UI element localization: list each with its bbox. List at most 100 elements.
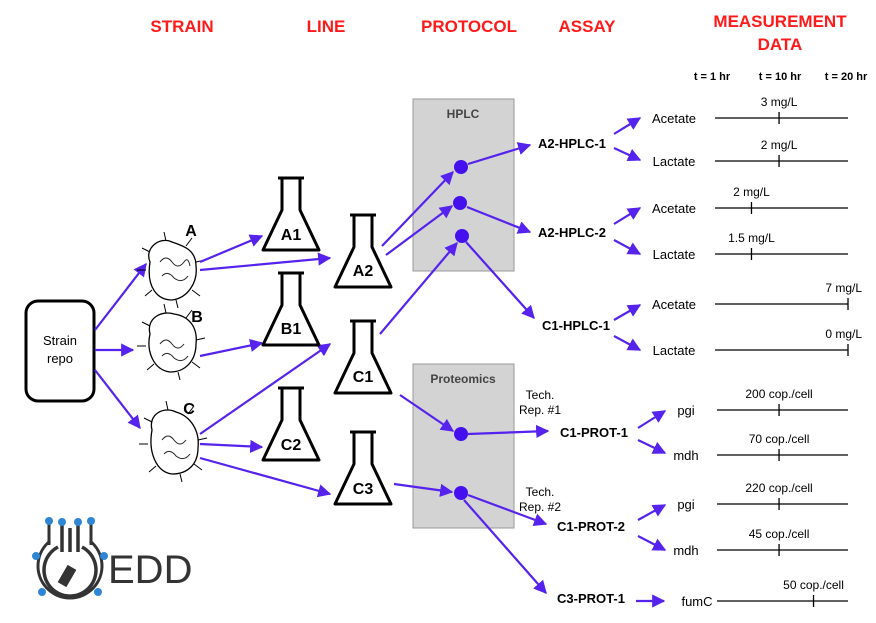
arrow-b-b1 [199,338,264,358]
arrow-to-c1-prot-1 [467,424,550,439]
header-assay: ASSAY [558,17,616,36]
tech-rep-1-line2: Rep. #1 [519,403,561,417]
arrow-c-c3 [199,456,332,498]
measurement-value: 0 mg/L [825,327,862,341]
flask-c2: C2 [261,386,321,462]
strain-repo-label-2: repo [47,351,73,366]
arrow-m4 [613,239,642,255]
strain-cell-c [139,400,208,483]
arrow-to-c1-prot-2 [467,493,548,527]
measurement-name: pgi [677,403,694,418]
protocol-label-hplc: HPLC [447,107,480,121]
measurement-value: 45 cop./cell [749,527,810,541]
measurement-name: Lactate [653,343,696,358]
header-line: LINE [307,17,346,36]
svg-text:C2: C2 [281,437,302,454]
flask-c3: C3 [333,430,393,506]
tech-rep-2-line2: Rep. #2 [519,500,561,514]
strain-repo-box [24,299,96,403]
protocol-box-proteomics [412,363,515,529]
measurement-name: Lactate [653,247,696,262]
arrow-to-c3-prot-1 [463,499,547,594]
arrow-c3-prot2 [393,482,454,497]
arrow-m9 [637,504,667,521]
measurement-name: pgi [677,497,694,512]
protocol-label-proteomics: Proteomics [430,372,496,386]
edd-logo: EDD [32,517,192,600]
measurement-value: 220 cop./cell [745,481,812,495]
edd-circuit-flask-icon [32,517,108,600]
arrow-m10 [637,535,667,551]
arrow-to-a2-hplc-1 [467,142,532,166]
measurement-value: 50 cop./cell [783,578,844,592]
measurement-name: mdh [673,448,698,463]
assay-a2-hplc-1: A2-HPLC-1 [538,136,606,151]
header-measurement: MEASUREMENT [713,12,847,31]
measurement-name: Acetate [652,111,696,126]
flask-b1: B1 [261,271,321,347]
arrow-c-c2 [199,439,264,454]
tech-rep-2-line1: Tech. [526,485,555,499]
arrow-m7 [637,410,667,429]
measurement-value: 3 mg/L [761,95,798,109]
measurement-name: Acetate [652,201,696,216]
arrow-m5 [613,304,642,321]
assay-c1-prot-1: C1-PROT-1 [560,425,628,440]
arrow-c1-hplc3 [379,241,458,335]
protocol-dot-hplc-3 [455,229,469,243]
flask-a2: A2 [333,213,393,289]
arrow-repo-a [94,262,147,331]
svg-text:C3: C3 [353,481,374,498]
strain-cell-b [137,303,206,381]
arrow-m1 [613,117,642,135]
arrow-to-a2-hplc-2 [466,205,532,234]
time-label-10: t = 10 hr [759,71,802,83]
arrow-c1-prot1 [399,394,455,432]
arrow-to-c1-hplc-1 [465,241,535,319]
measurement-value: 2 mg/L [733,185,770,199]
assay-a2-hplc-2: A2-HPLC-2 [538,225,606,240]
assay-c3-prot-1: C3-PROT-1 [557,591,625,606]
header-data: DATA [758,35,803,54]
measurement-rows: Acetate 3 mg/L Lactate 2 mg/L Acetate 2 mg/L L… [652,95,862,609]
measurement-value: 2 mg/L [761,138,798,152]
strain-label-b: B [191,309,203,326]
measurement-value: 7 mg/L [825,281,862,295]
strain-repo-label-1: Strain [43,333,77,348]
assay-c1-prot-2: C1-PROT-2 [557,519,625,534]
measurement-name: Acetate [652,297,696,312]
edd-logo-text: EDD [108,548,192,592]
measurement-name: Lactate [653,154,696,169]
arrow-m2 [613,147,642,162]
protocol-dot-prot-1 [454,427,468,441]
protocol-dot-prot-2 [454,486,468,500]
arrow-m8 [637,439,667,454]
arrow-a-a2 [199,252,332,272]
arrow-a2-hplc2 [385,205,454,256]
flask-a1: A1 [261,176,321,252]
measurement-value: 70 cop./cell [749,432,810,446]
strain-label-a: A [185,223,197,240]
svg-text:B1: B1 [281,321,302,338]
arrow-m3 [613,207,642,225]
measurement-name: mdh [673,543,698,558]
arrow-repo-c [94,369,141,430]
arrow-a-a1 [199,234,264,264]
strain-label-c: C [183,401,195,418]
measurement-value: 200 cop./cell [745,387,812,401]
header-protocol: PROTOCOL [421,17,517,36]
svg-text:A2: A2 [353,263,374,280]
time-label-20: t = 20 hr [825,71,868,83]
measurement-name: fumC [681,594,712,609]
protocol-dot-hplc-2 [453,196,467,210]
strain-cell-a [137,231,206,309]
arrow-a2-hplc1 [381,171,454,247]
arrow-m6 [613,335,642,351]
protocol-dot-hplc-1 [454,160,468,174]
flask-c1: C1 [333,319,393,395]
arrow-c-c1 [199,343,332,435]
svg-text:A1: A1 [281,227,302,244]
protocol-box-hplc [412,98,515,272]
time-label-1: t = 1 hr [694,71,731,83]
